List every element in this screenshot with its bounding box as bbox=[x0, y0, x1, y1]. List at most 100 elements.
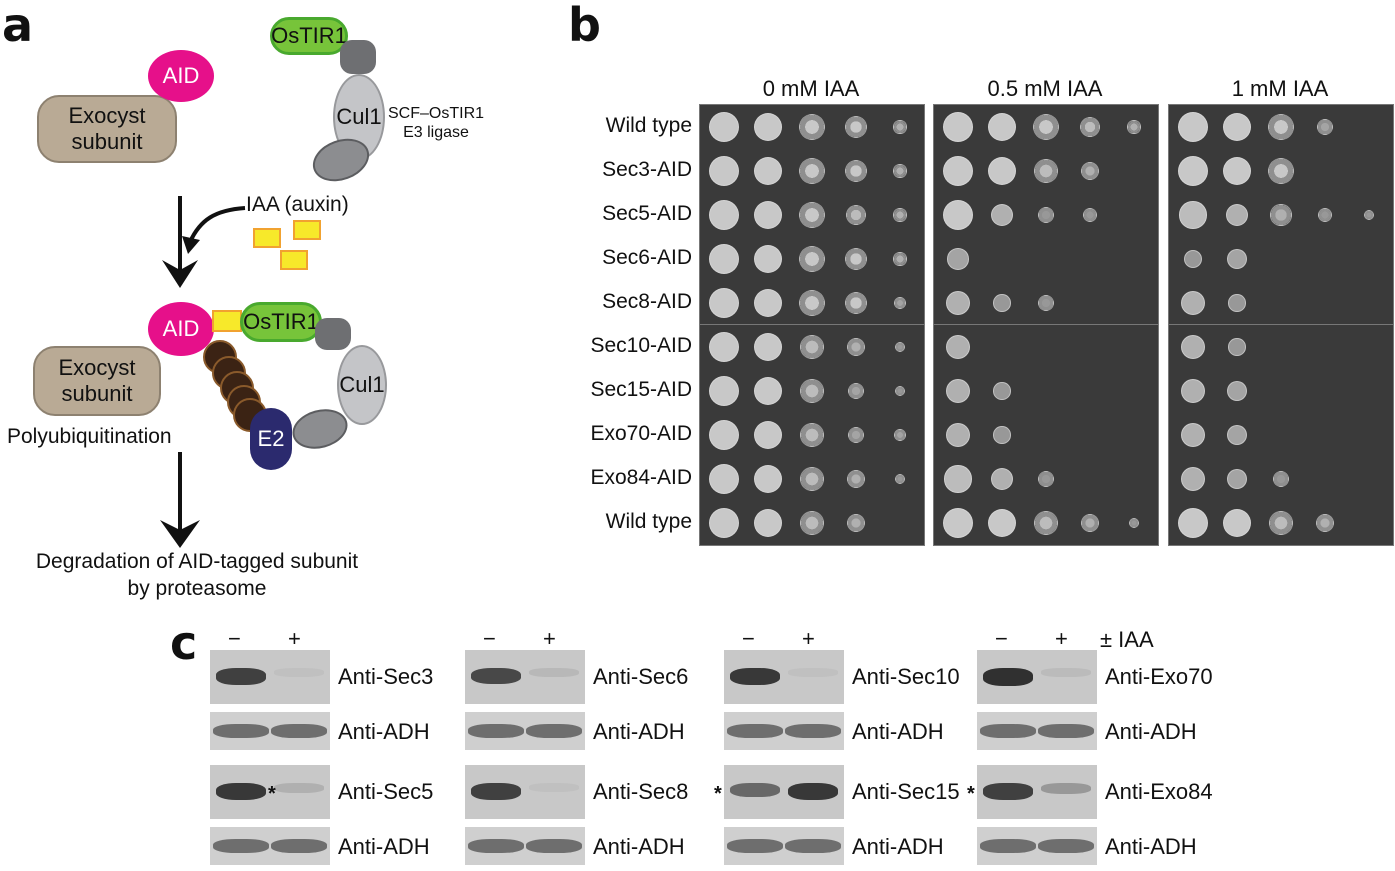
auxin-molecule bbox=[280, 250, 308, 270]
antibody-label: Anti-Sec10 bbox=[852, 664, 960, 689]
yeast-spot bbox=[1178, 156, 1208, 186]
yeast-spot bbox=[800, 511, 824, 535]
yeast-spot bbox=[1223, 157, 1251, 185]
yeast-spot bbox=[1316, 514, 1334, 532]
adh-band bbox=[1038, 724, 1094, 738]
yeast-spot bbox=[894, 385, 906, 397]
adh-band bbox=[526, 839, 582, 853]
band-plus-iaa bbox=[529, 668, 579, 677]
antibody-label: Anti-Exo70 bbox=[1105, 664, 1213, 689]
auxin-molecule bbox=[293, 220, 321, 240]
yeast-spot bbox=[945, 378, 971, 404]
arrow-down-icon bbox=[160, 452, 200, 548]
yeast-spot bbox=[799, 246, 825, 272]
band-minus-iaa bbox=[730, 783, 780, 797]
yeast-spot bbox=[1223, 509, 1251, 537]
yeast-spot bbox=[988, 157, 1016, 185]
auxin-molecule bbox=[253, 228, 281, 248]
strain-label: Sec10-AID bbox=[590, 334, 692, 357]
plus-iaa-label: + bbox=[543, 626, 556, 651]
antibody-label: Anti-ADH bbox=[593, 719, 685, 744]
yeast-spot bbox=[754, 245, 782, 273]
yeast-spot bbox=[1179, 201, 1207, 229]
yeast-spot bbox=[1128, 517, 1140, 529]
band-minus-iaa bbox=[983, 668, 1033, 686]
yeast-spot bbox=[709, 112, 739, 142]
band-minus-iaa bbox=[730, 668, 780, 685]
yeast-spot bbox=[1226, 248, 1248, 270]
yeast-spot bbox=[943, 156, 973, 186]
yeast-spot bbox=[993, 382, 1011, 400]
yeast-spot bbox=[893, 120, 907, 134]
yeast-spot bbox=[893, 208, 907, 222]
yeast-spot bbox=[709, 200, 739, 230]
panel-letter-a: a bbox=[2, 0, 34, 52]
yeast-spot bbox=[988, 509, 1016, 537]
plus-iaa-label: + bbox=[802, 626, 815, 651]
yeast-spot bbox=[847, 470, 865, 488]
yeast-spot bbox=[893, 252, 907, 266]
yeast-spot bbox=[1081, 162, 1099, 180]
nonspecific-band-marker: * bbox=[967, 783, 975, 805]
yeast-spot bbox=[894, 429, 906, 441]
yeast-spot bbox=[709, 244, 739, 274]
yeast-spot bbox=[1127, 120, 1141, 134]
yeast-spot bbox=[709, 508, 739, 538]
yeast-spot bbox=[1226, 380, 1248, 402]
adh-band bbox=[980, 724, 1036, 738]
antibody-label: Anti-ADH bbox=[338, 834, 430, 859]
yeast-spot bbox=[847, 338, 865, 356]
agar-plate bbox=[933, 324, 1159, 546]
strain-label: Wild type bbox=[605, 510, 692, 533]
yeast-spot bbox=[988, 113, 1016, 141]
minus-iaa-label: − bbox=[742, 626, 755, 651]
panel-letter-b: b bbox=[568, 0, 601, 52]
yeast-spot bbox=[799, 202, 825, 228]
antibody-label: Anti-ADH bbox=[852, 834, 944, 859]
yeast-spot bbox=[893, 164, 907, 178]
band-minus-iaa bbox=[471, 668, 521, 684]
antibody-label: Anti-Sec8 bbox=[593, 779, 689, 804]
skp1-protein bbox=[340, 40, 376, 74]
band-plus-iaa bbox=[274, 783, 324, 793]
yeast-spot bbox=[1317, 119, 1333, 135]
yeast-spot bbox=[709, 376, 739, 406]
band-plus-iaa bbox=[1041, 783, 1091, 794]
adh-band bbox=[727, 724, 783, 738]
band-plus-iaa bbox=[274, 668, 324, 677]
yeast-spot bbox=[1268, 158, 1294, 184]
yeast-spot bbox=[1180, 290, 1206, 316]
band-plus-iaa bbox=[788, 668, 838, 677]
ostir1-complex: OsTIR1 bbox=[240, 302, 322, 342]
adh-band bbox=[785, 724, 841, 738]
ostir1-protein: OsTIR1 bbox=[270, 17, 348, 55]
adh-band bbox=[526, 724, 582, 738]
yeast-spot bbox=[1180, 422, 1206, 448]
yeast-spot bbox=[1268, 114, 1294, 140]
yeast-spot bbox=[1228, 338, 1246, 356]
strain-label: Sec6-AID bbox=[602, 246, 692, 269]
yeast-spot bbox=[799, 290, 825, 316]
yeast-spot bbox=[709, 464, 739, 494]
strain-label: Sec3-AID bbox=[602, 158, 692, 181]
yeast-spot bbox=[945, 422, 971, 448]
yeast-spot bbox=[993, 294, 1011, 312]
yeast-spot bbox=[993, 426, 1011, 444]
auxin-label: IAA (auxin) bbox=[246, 193, 349, 216]
yeast-spot bbox=[1180, 334, 1206, 360]
yeast-spot bbox=[709, 156, 739, 186]
yeast-spot bbox=[1180, 378, 1206, 404]
yeast-spot bbox=[1183, 249, 1203, 269]
yeast-spot bbox=[1037, 206, 1055, 224]
antibody-label: Anti-ADH bbox=[593, 834, 685, 859]
yeast-spot bbox=[990, 467, 1014, 491]
skp1-complex bbox=[315, 318, 351, 350]
adh-band bbox=[468, 724, 524, 738]
yeast-spot bbox=[799, 114, 825, 140]
yeast-spot bbox=[799, 158, 825, 184]
minus-iaa-label: − bbox=[483, 626, 496, 651]
arrow-down-icon bbox=[162, 196, 246, 288]
yeast-spot bbox=[709, 332, 739, 362]
antibody-label: Anti-Exo84 bbox=[1105, 779, 1213, 804]
yeast-spot bbox=[1363, 209, 1375, 221]
